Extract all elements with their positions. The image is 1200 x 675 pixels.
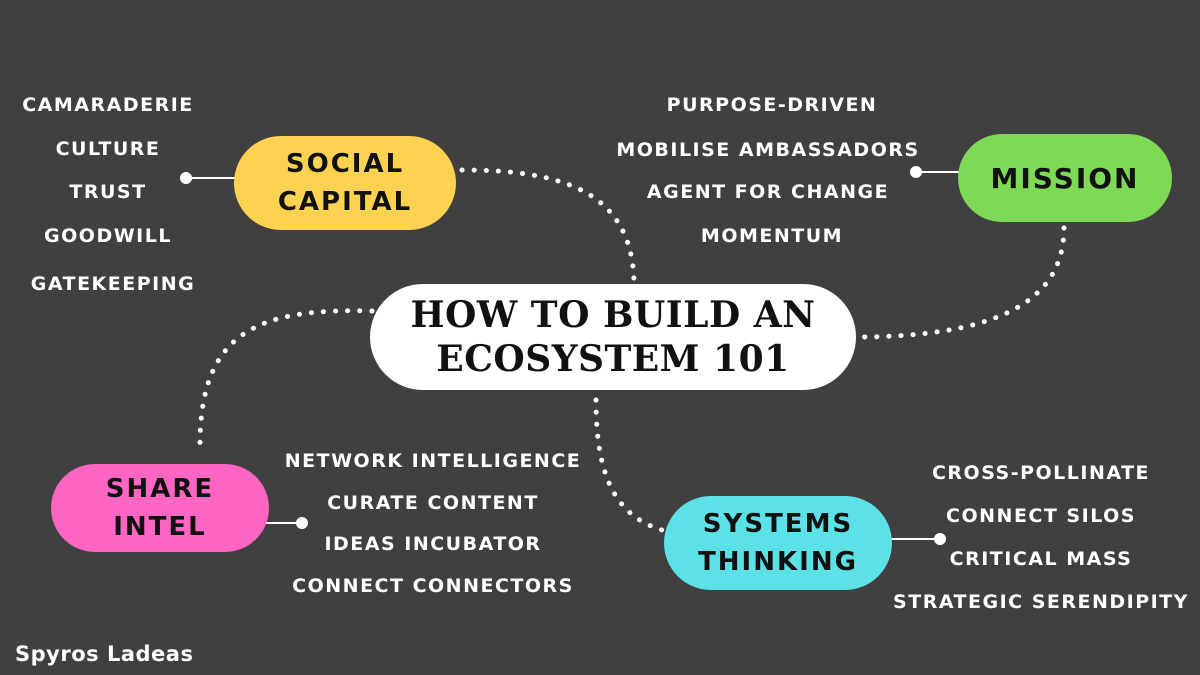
- systems-thinking-item: CONNECT SILOS: [946, 505, 1136, 527]
- author-credit: Spyros Ladeas: [15, 642, 194, 666]
- link-social-capital: [459, 167, 637, 285]
- share-intel-item: IDEAS INCUBATOR: [324, 533, 542, 555]
- systems-thinking-item: CROSS-POLLINATE: [931, 462, 1151, 484]
- social-capital-item: GOODWILL: [44, 225, 172, 247]
- mission-item: AGENT FOR CHANGE: [646, 181, 890, 203]
- mission-item: PURPOSE-DRIVEN: [666, 94, 878, 116]
- mission-item: MOMENTUM: [700, 225, 844, 247]
- social-capital-item: TRUST: [69, 181, 147, 203]
- link-systems-thinking: [593, 397, 665, 533]
- node-systems-thinking-line1: SYSTEMS: [702, 509, 854, 539]
- node-social-capital: SOCIAL CAPITAL: [234, 136, 456, 230]
- social-capital-item: CULTURE: [55, 138, 161, 160]
- social-capital-item: GATEKEEPING: [30, 273, 196, 295]
- center-node: HOW TO BUILD AN ECOSYSTEM 101: [370, 284, 856, 390]
- node-systems-thinking: SYSTEMS THINKING: [664, 496, 892, 590]
- social-capital-item: CAMARADERIE: [22, 94, 194, 116]
- node-share-intel: SHARE INTEL: [51, 464, 269, 552]
- leader-dot-share-intel: [296, 517, 308, 529]
- center-title-line1: HOW TO BUILD AN: [410, 294, 816, 336]
- systems-thinking-item: CRITICAL MASS: [949, 548, 1133, 570]
- node-mission-label: MISSION: [990, 161, 1140, 195]
- share-intel-item: NETWORK INTELLIGENCE: [284, 450, 582, 472]
- leader-dot-systems-thinking: [934, 533, 946, 545]
- link-mission: [857, 225, 1067, 340]
- link-share-intel: [197, 308, 375, 448]
- node-mission: MISSION: [958, 134, 1172, 222]
- node-systems-thinking-line2: THINKING: [698, 547, 858, 577]
- center-title-line2: ECOSYSTEM 101: [436, 338, 790, 380]
- node-social-capital-line2: CAPITAL: [277, 187, 413, 217]
- share-intel-item: CURATE CONTENT: [327, 492, 539, 514]
- mission-item: MOBILISE AMBASSADORS: [616, 139, 920, 161]
- leader-dot-mission: [910, 166, 922, 178]
- node-share-intel-line2: INTEL: [113, 512, 207, 542]
- node-social-capital-line1: SOCIAL: [285, 149, 405, 179]
- share-intel-item: CONNECT CONNECTORS: [292, 575, 574, 597]
- systems-thinking-item: STRATEGIC SERENDIPITY: [893, 591, 1189, 613]
- node-share-intel-line1: SHARE: [105, 474, 215, 504]
- leader-dot-social-capital: [180, 172, 192, 184]
